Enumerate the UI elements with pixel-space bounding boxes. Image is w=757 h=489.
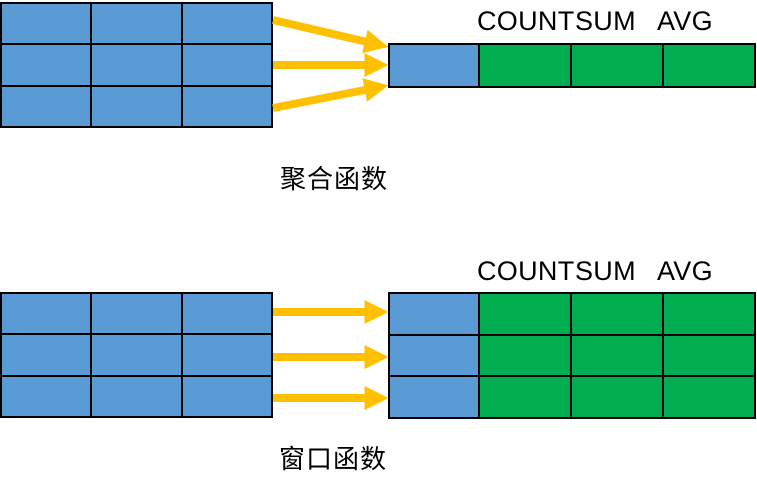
table-cell [664, 294, 754, 334]
table-cell [480, 45, 570, 86]
table-cell [572, 294, 662, 334]
table-cell [2, 86, 91, 126]
table-cell [92, 294, 181, 334]
column-header-sum: SUM [575, 256, 636, 286]
table-cell [572, 335, 662, 376]
column-header-count: COUNT [477, 6, 575, 36]
column-header-count: COUNT [477, 256, 575, 286]
table-cell [664, 377, 754, 417]
table-cell [2, 335, 91, 375]
column-header-sum: SUM [575, 6, 636, 36]
table-cell [390, 335, 478, 376]
table-cell [2, 45, 91, 85]
arrow-line [272, 16, 389, 54]
aggregate-caption: 聚合函数 [280, 164, 389, 194]
table-cell [182, 4, 271, 44]
table-cell [92, 4, 181, 44]
table-cell [2, 294, 91, 334]
table-cell [182, 86, 271, 126]
column-header-avg: AVG [657, 6, 713, 36]
table-cell [390, 45, 478, 86]
table-cell [572, 377, 662, 417]
table-cell [2, 376, 91, 416]
table-cell [2, 4, 91, 44]
table-cell [480, 294, 570, 334]
table-cell [664, 45, 754, 86]
converging-arrows-icon [272, 16, 389, 112]
table-cell [182, 376, 271, 416]
table-cell [390, 294, 478, 334]
window-result-table [388, 292, 756, 419]
table-cell [92, 335, 181, 375]
table-cell [390, 377, 478, 417]
table-cell [92, 376, 181, 416]
column-header-avg: AVG [657, 256, 713, 286]
table-cell [480, 335, 570, 376]
table-cell [572, 45, 662, 86]
table-cell [480, 377, 570, 417]
table-cell [92, 45, 181, 85]
window-source-table [0, 292, 273, 418]
window-caption: 窗口函数 [279, 444, 388, 474]
parallel-arrows-icon [273, 300, 389, 410]
table-cell [182, 335, 271, 375]
table-cell [92, 86, 181, 126]
aggregate-source-table [0, 2, 273, 128]
arrow-line [272, 78, 389, 112]
table-cell [182, 45, 271, 85]
table-cell [664, 335, 754, 376]
table-cell [182, 294, 271, 334]
aggregate-result-row [388, 43, 756, 88]
